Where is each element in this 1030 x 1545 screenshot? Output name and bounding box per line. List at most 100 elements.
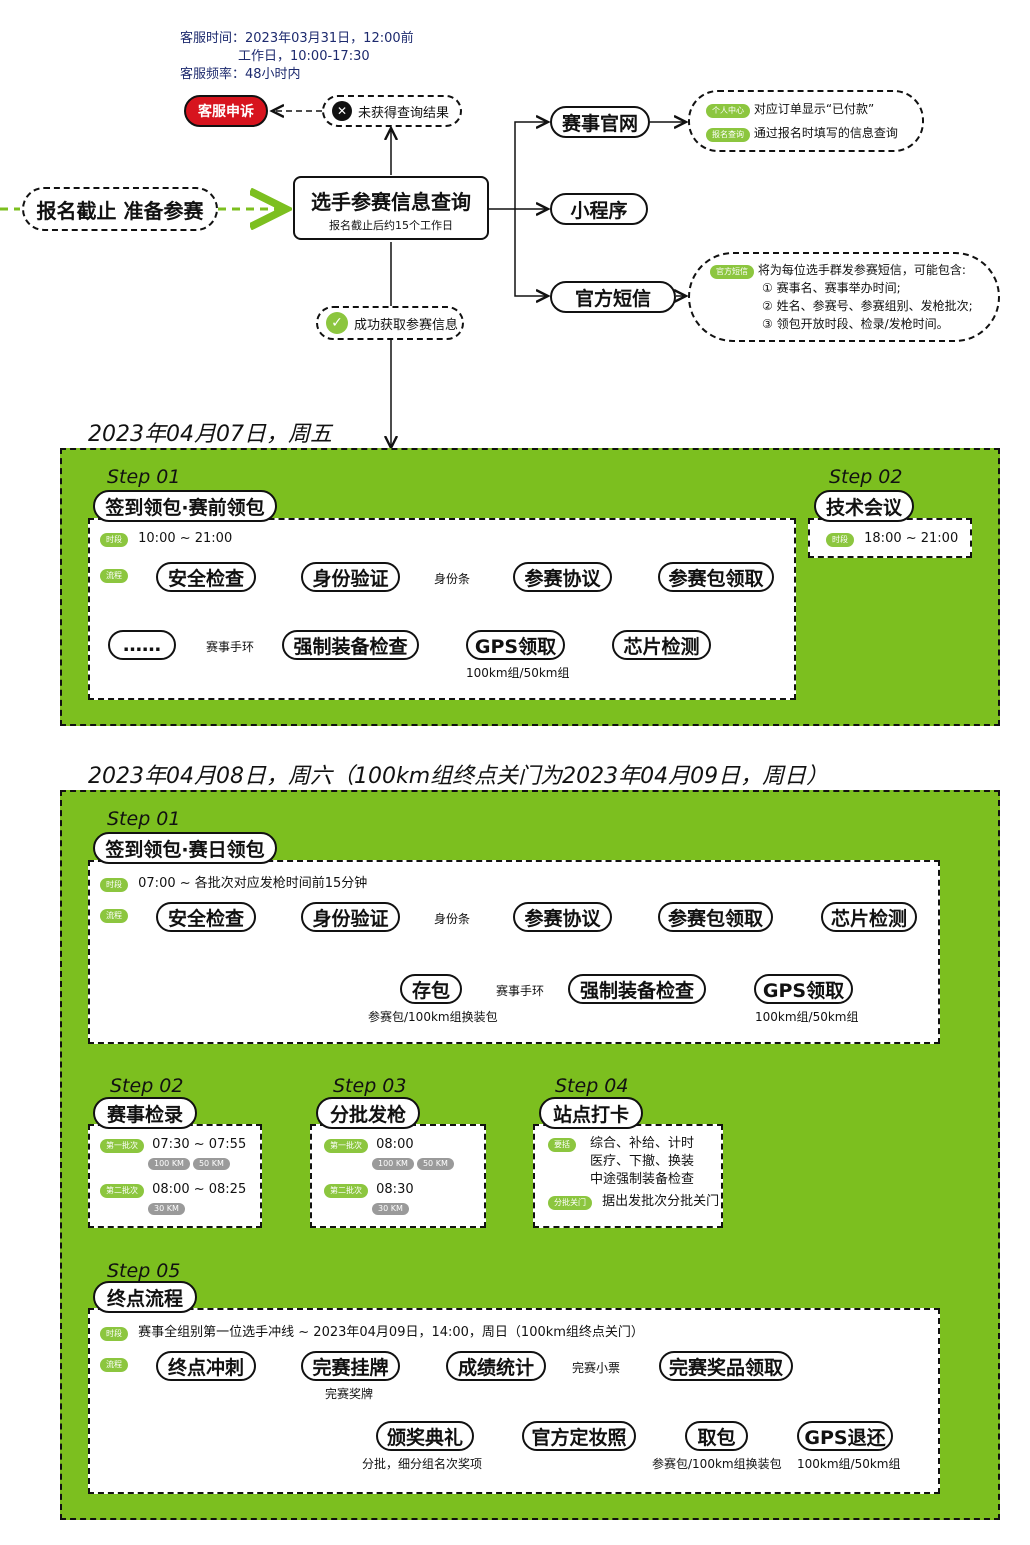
service-frequency: 客服频率：48小时内 [180,67,301,82]
finish-sprint: 终点冲刺 [156,1351,256,1381]
tag-50km: 50 KM [192,1158,230,1170]
start-batch1-time: 08:00 [376,1137,414,1152]
tag-time: 时段 [100,878,128,892]
tag-official-sms: 官方短信 [710,265,754,279]
day2-gps-pickup: GPS领取 [754,974,853,1004]
finish-medal-sub: 完赛奖牌 [325,1387,374,1401]
finish-medal: 完赛挂牌 [301,1351,400,1381]
day2-id-verify: 身份验证 [301,902,400,932]
day2-time: 07:00 ~ 各批次对应发枪时间前15分钟 [138,876,368,891]
day1-time: 10:00 ~ 21:00 [138,531,233,546]
day2-bag-storage: 存包 [400,974,462,1004]
sms-note-1: 将为每位选手群发参赛短信，可能包含: [757,263,966,277]
step5-label: Step 05 [107,1260,181,1282]
tag-batch-close: 分批关门 [548,1196,592,1210]
tag-batch1: 第一批次 [324,1139,368,1153]
day1-id-strip-label: 身份条 [434,572,471,586]
day2-step1-box [88,860,940,1044]
official-site-node[interactable]: 赛事官网 [550,106,650,138]
mini-program-node[interactable]: 小程序 [550,193,648,225]
tag-flow: 流程 [100,1358,128,1372]
start-batch2-time: 08:30 [376,1182,414,1197]
gps-return: GPS退还 [797,1421,893,1451]
query-title: 选手参赛信息查询 [311,190,471,214]
day2-gear-check: 强制装备检查 [568,974,706,1004]
step2-title: 赛事检录 [93,1097,197,1129]
award-ceremony-sub: 分批，细分组名次奖项 [362,1457,483,1471]
success-label: 成功获取参赛信息 [354,317,459,333]
tag-batch2: 第二批次 [324,1184,368,1198]
finish-time-row: 时段 赛事全组别第一位选手冲线 ~ 2023年04月09日，14:00，周日（1… [100,1321,644,1341]
sms-note-3: ② 姓名、参赛号、参赛组别、发枪批次; [762,299,973,313]
day1-step1-label: Step 01 [107,466,181,488]
day1-wristband-label: 赛事手环 [206,640,255,654]
day2-time-row: 时段 07:00 ~ 各批次对应发枪时间前15分钟 [100,872,367,892]
award-ceremony: 颁奖典礼 [376,1421,474,1451]
service-workday: 工作日，10:00-17:30 [238,49,370,64]
bag-retrieve-sub: 参赛包/100km组换装包 [652,1457,782,1471]
day1-gps-pickup: GPS领取 [466,630,565,660]
checkin-batch2-time: 08:00 ~ 08:25 [152,1182,247,1197]
finish-ticket-label: 完赛小票 [572,1361,621,1375]
day2-agreement: 参赛协议 [513,902,612,932]
day1-step2-title: 技术会议 [814,490,914,522]
step3-label: Step 03 [333,1075,407,1097]
tag-time: 时段 [100,533,128,547]
x-icon: ✕ [332,101,352,121]
day1-chip-check: 芯片检测 [612,630,711,660]
tag-personal-center: 个人中心 [706,104,750,118]
sms-note-2: ① 赛事名、赛事举办时间; [762,281,901,295]
finish-time: 赛事全组别第一位选手冲线 ~ 2023年04月09日，14:00，周日（100k… [138,1325,644,1340]
sms-notes: 官方短信 将为每位选手群发参赛短信，可能包含: ① 赛事名、赛事举办时间; ② … [688,252,1000,342]
tag-batch1: 第一批次 [100,1139,144,1153]
site-notes: 个人中心 对应订单显示“已付款” 报名查询 通过报名时填写的信息查询 [688,90,924,152]
service-info: 客服时间：2023年03月31日，12:00前 工作日，10:00-17:30 … [180,30,414,84]
site-note-2: 通过报名时填写的信息查询 [753,126,898,140]
day1-step1-title: 签到领包·赛前领包 [93,490,277,522]
finish-flow-tag-row: 流程 [100,1352,128,1372]
step5-title: 终点流程 [93,1281,197,1313]
station-info: 要括 综合、补给、计时 医疗、下撤、换装 中途强制装备检查 分批关门 据出发批次… [548,1135,719,1211]
day2-chip-check: 芯片检测 [821,902,917,932]
tag-time: 时段 [826,533,854,547]
complaint-button[interactable]: 客服申诉 [184,95,268,127]
query-node: 选手参赛信息查询 报名截止后约15个工作日 [293,176,489,240]
day2-step1-label: Step 01 [107,808,181,830]
day1-step2-label: Step 02 [829,466,903,488]
step2-label: Step 02 [110,1075,184,1097]
sms-note-4: ③ 领包开放时段、检录/发枪时间。 [762,317,949,331]
tag-50km: 50 KM [416,1158,454,1170]
step4-label: Step 04 [555,1075,629,1097]
start-batch2: 第二批次 08:30 30 KM [324,1182,414,1215]
tag-100km: 100 KM [372,1158,414,1170]
entry-node: 报名截止 准备参赛 [22,187,218,231]
day2-kit-pickup: 参赛包领取 [658,902,773,932]
gps-return-sub: 100km组/50km组 [797,1457,901,1471]
tag-30km: 30 KM [148,1203,185,1215]
day1-time-row: 时段 10:00 ~ 21:00 [100,531,232,547]
checkin-batch1-time: 07:30 ~ 07:55 [152,1137,247,1152]
step5-box [88,1308,940,1494]
finisher-prize: 完赛奖品领取 [659,1351,793,1381]
day2-flow-tag-row: 流程 [100,903,128,923]
no-result-node: ✕ 未获得查询结果 [322,95,462,127]
day1-meeting-time: 18:00 ~ 21:00 [864,531,959,546]
tag-registration-query: 报名查询 [706,128,750,142]
day1-id-verify: 身份验证 [301,562,400,592]
day1-safety-check: 安全检查 [156,562,256,592]
day1-step1-box [88,518,796,700]
station-line-3: 中途强制装备检查 [590,1172,695,1187]
sms-node[interactable]: 官方短信 [550,281,676,313]
tag-time: 时段 [100,1327,128,1341]
step3-title: 分批发枪 [316,1097,420,1129]
query-subtitle: 报名截止后约15个工作日 [329,219,453,232]
day1-date: 2023年04月07日，周五 [88,422,332,447]
tag-includes: 要括 [548,1138,576,1152]
service-time: 客服时间：2023年03月31日，12:00前 [180,31,414,46]
station-line-4: 据出发批次分批关门 [602,1194,720,1209]
step4-title: 站点打卡 [539,1097,643,1129]
checkin-batch2: 第二批次 08:00 ~ 08:25 30 KM [100,1182,246,1215]
station-line-2: 医疗、下撤、换装 [590,1154,695,1169]
day2-id-strip-label: 身份条 [434,912,471,926]
